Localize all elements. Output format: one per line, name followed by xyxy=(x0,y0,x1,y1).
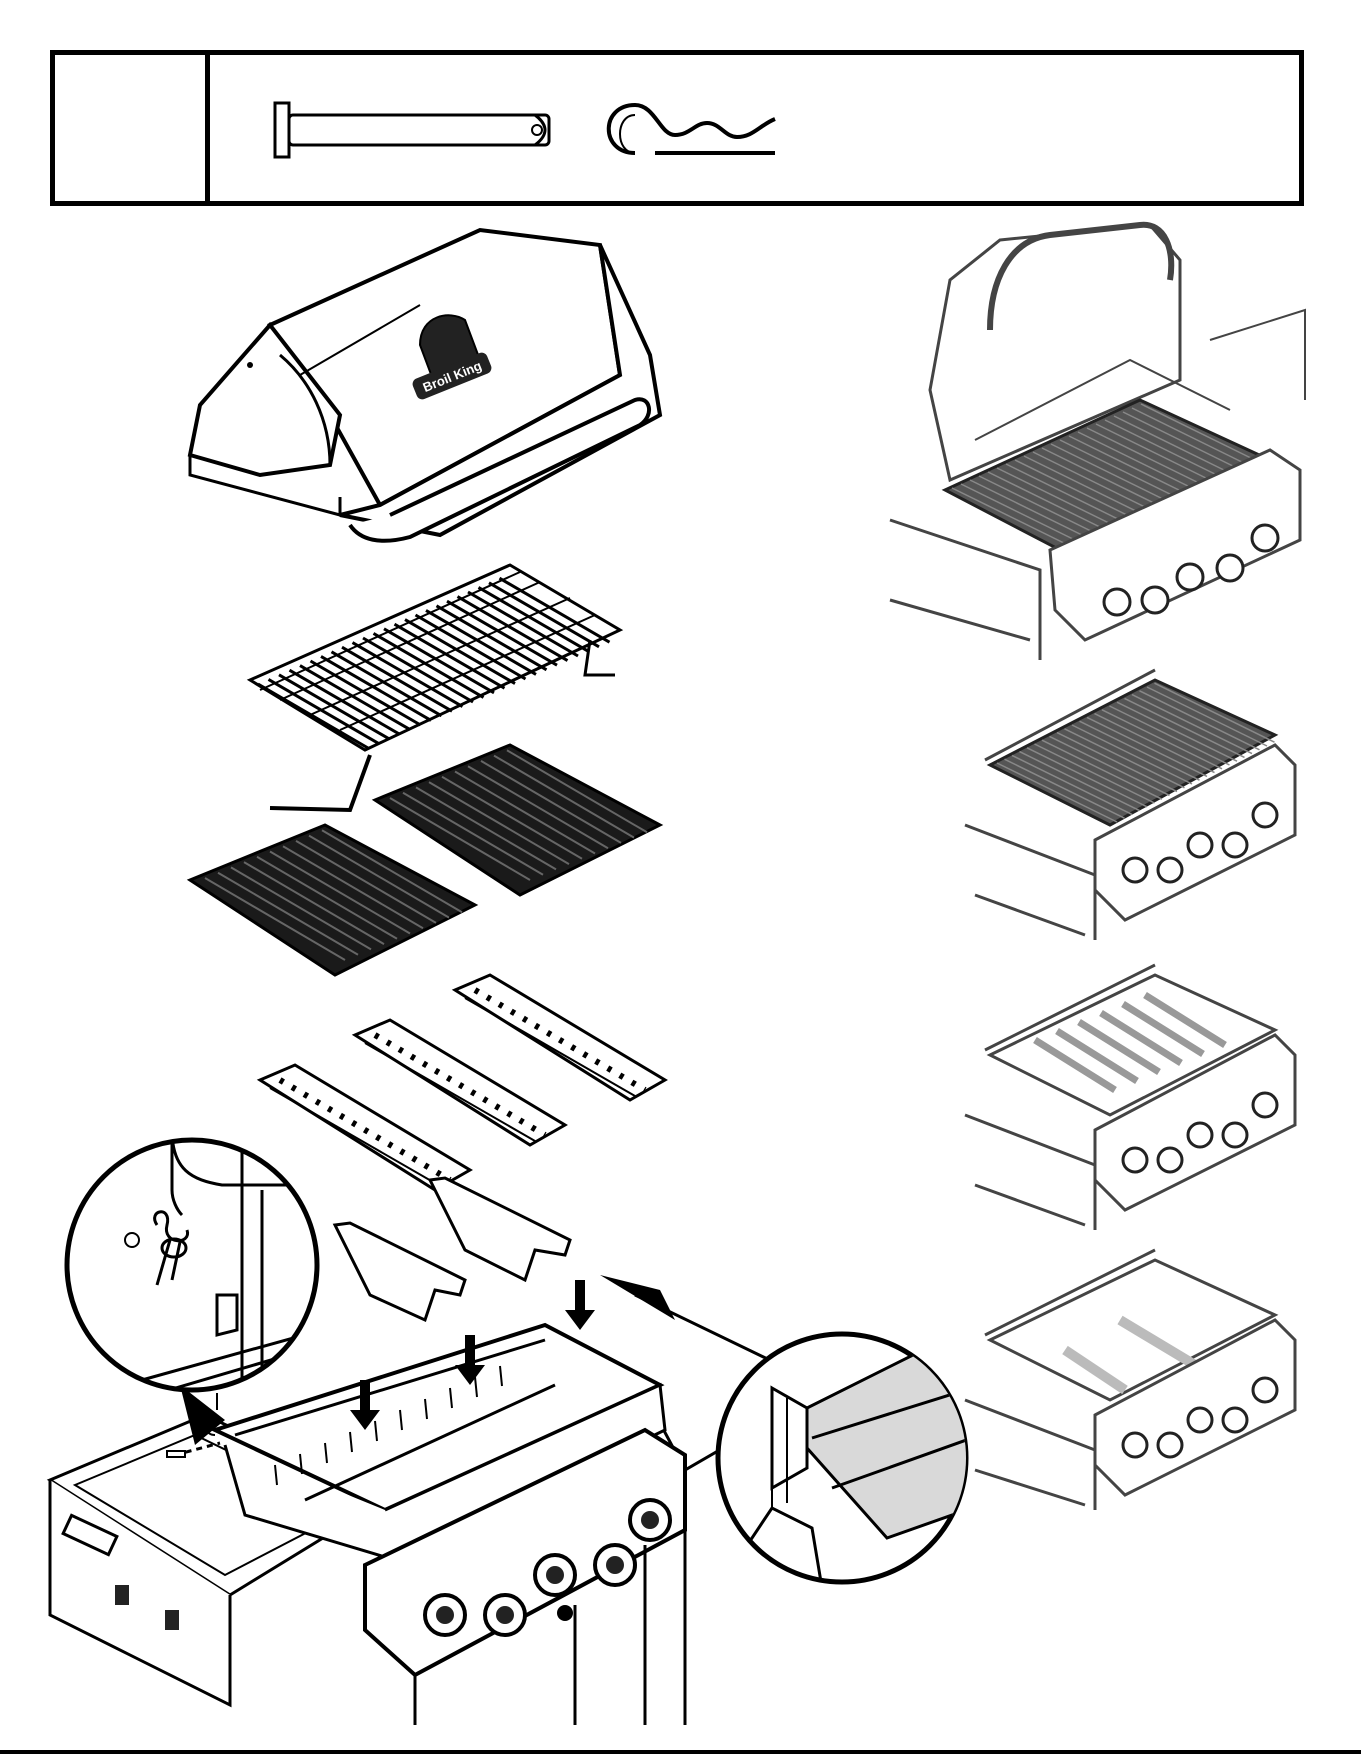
parts-box xyxy=(50,50,1304,206)
cooking-grid-right xyxy=(370,740,670,900)
detail-circle-heat-shield xyxy=(712,1328,972,1588)
grill-lid: Broil King xyxy=(180,215,700,560)
page-bottom-rule xyxy=(0,1750,1361,1754)
thumbnail-flav-r-waves-installed xyxy=(965,955,1305,1230)
step-number-cell xyxy=(55,55,210,201)
hair-pin-cotter-icon xyxy=(595,95,795,175)
heat-shield-right xyxy=(425,1175,575,1300)
flav-r-wave-right xyxy=(450,970,670,1120)
detail-circle-pin xyxy=(62,1130,322,1400)
thumbnail-grids-installed xyxy=(965,665,1305,940)
clevis-pin-icon xyxy=(265,95,585,175)
thumbnail-complete-grill xyxy=(890,220,1305,660)
thumbnail-heat-shields-installed xyxy=(965,1240,1305,1510)
